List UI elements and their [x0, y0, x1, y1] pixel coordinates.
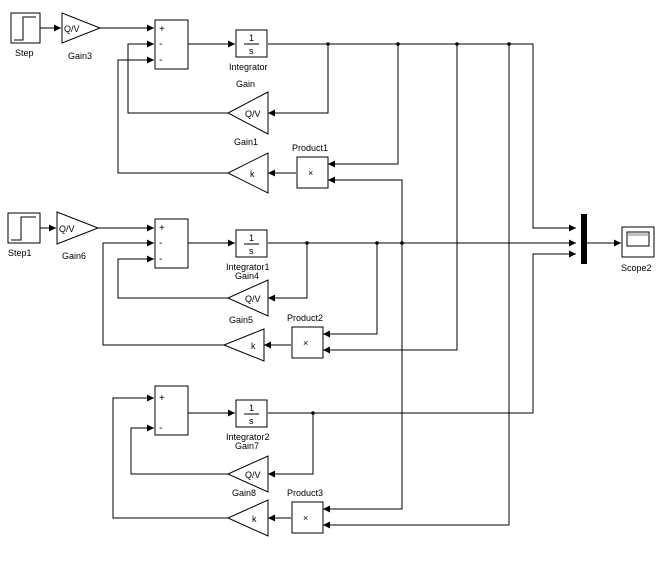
scope2-label: Scope2	[621, 263, 652, 273]
integrator1-label: Integrator1	[226, 262, 270, 272]
gain5-block[interactable]: Q/V	[226, 279, 269, 317]
junction-dots	[305, 42, 511, 415]
integrator2-label: Integrator2	[226, 432, 270, 442]
gain7-label: Gain7	[235, 441, 259, 451]
integrator2-block[interactable]: 1 s	[235, 399, 268, 428]
step1-icon	[11, 216, 36, 241]
product3-label: Product3	[287, 488, 323, 498]
svg-text:Q/V: Q/V	[245, 109, 261, 119]
svg-text:-: -	[159, 254, 162, 265]
gain-k-block-2[interactable]: k	[222, 328, 265, 362]
gain1-label: Gain1	[234, 137, 258, 147]
svg-text:-: -	[159, 238, 162, 249]
svg-text:+: +	[159, 393, 165, 404]
step-block[interactable]	[10, 12, 41, 44]
svg-text:-: -	[159, 55, 162, 66]
integrator1-block[interactable]: 1 s	[235, 229, 268, 258]
svg-text:Q/V: Q/V	[245, 470, 261, 480]
gain4-label: Gain4	[235, 271, 259, 281]
product3-block[interactable]: ×	[291, 501, 324, 534]
svg-text:1: 1	[249, 33, 254, 43]
gain-label: Gain	[236, 79, 255, 89]
step1-label: Step1	[8, 248, 32, 258]
svg-text:×: ×	[303, 338, 308, 348]
gain3-label: Gain3	[68, 51, 92, 61]
product2-block[interactable]: ×	[291, 326, 324, 359]
svg-text:-: -	[159, 423, 162, 434]
gain1-block[interactable]: Q/V	[226, 91, 269, 135]
svg-text:+: +	[159, 24, 165, 35]
gain3-block[interactable]: Q/V	[61, 12, 102, 44]
svg-text:×: ×	[308, 168, 313, 178]
signal-lines	[40, 24, 621, 529]
mux-block[interactable]	[581, 214, 587, 264]
svg-text:+: +	[159, 223, 165, 234]
svg-text:1: 1	[249, 403, 254, 413]
svg-text:-: -	[159, 39, 162, 50]
step-label: Step	[15, 48, 34, 58]
product1-block[interactable]: ×	[296, 156, 329, 189]
product1-label: Product1	[292, 143, 328, 153]
gain6-block[interactable]: Q/V	[56, 211, 100, 245]
svg-text:Q/V: Q/V	[245, 294, 261, 304]
integrator-block[interactable]: 1 s	[235, 29, 268, 58]
product2-label: Product2	[287, 313, 323, 323]
svg-text:Q/V: Q/V	[59, 224, 75, 234]
svg-text:s: s	[249, 246, 254, 256]
svg-text:×: ×	[303, 513, 308, 523]
step1-block[interactable]	[7, 212, 41, 244]
integrator-label: Integrator	[229, 62, 268, 72]
gain-k-block-1[interactable]: k	[226, 152, 269, 194]
svg-text:s: s	[249, 416, 254, 426]
gain-k-block-3[interactable]: k	[226, 499, 269, 537]
svg-text:k: k	[252, 514, 257, 524]
step-icon	[14, 16, 36, 41]
svg-text:k: k	[250, 169, 255, 179]
svg-text:Q/V: Q/V	[64, 24, 80, 34]
gain8-label: Gain8	[232, 488, 256, 498]
sum-block-3[interactable]: + -	[154, 385, 189, 436]
gain8-block[interactable]: Q/V	[226, 455, 269, 493]
svg-text:k: k	[251, 341, 256, 351]
scope2-block[interactable]	[621, 226, 655, 258]
gain6-label: Gain6	[62, 251, 86, 261]
sum-block-1[interactable]: + - -	[154, 19, 189, 70]
sum-block-2[interactable]: + - -	[154, 218, 189, 269]
svg-text:s: s	[249, 46, 254, 56]
gain5-label: Gain5	[229, 315, 253, 325]
svg-text:1: 1	[249, 233, 254, 243]
